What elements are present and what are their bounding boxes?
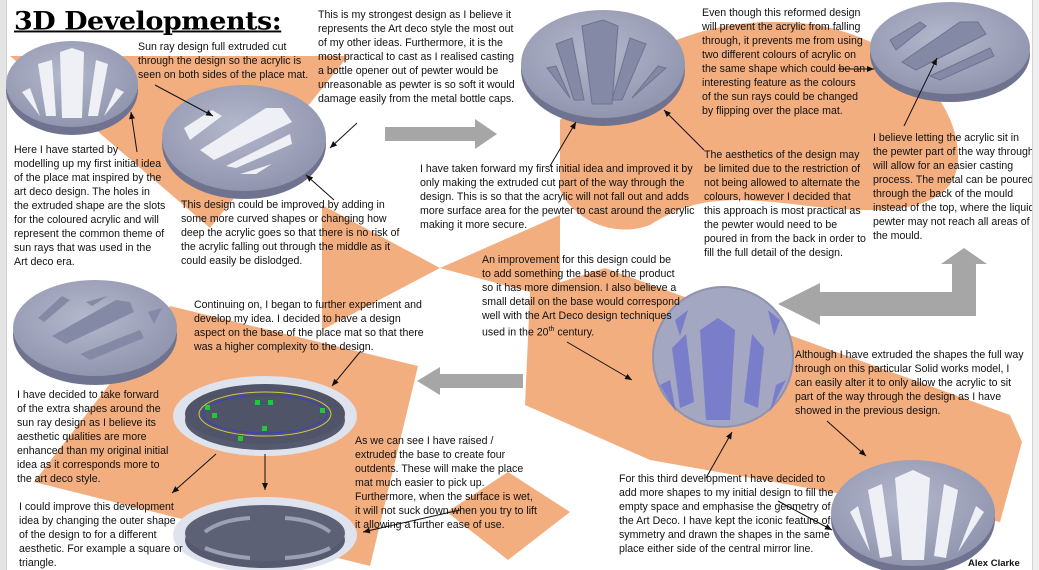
page-title: 3D Developments: <box>14 6 282 37</box>
note-believe-letting: I believe letting the acrylic sit in the… <box>873 132 1035 242</box>
note-aesthetics: The aesthetics of the design may be limi… <box>704 149 866 259</box>
arrow-left-up <box>778 248 987 325</box>
note-could-improve: I could improve this development idea by… <box>19 501 183 569</box>
disc-sun-ray <box>162 85 326 199</box>
disc-initial-idea <box>6 41 138 135</box>
gray-arrows <box>385 119 987 395</box>
pointer-arrows <box>129 57 938 534</box>
disc-third-development-sketch <box>652 286 794 428</box>
orange-bowtie <box>322 205 560 330</box>
disc-third-development <box>831 460 995 570</box>
note-even-though: Even though this reformed design will pr… <box>702 7 866 117</box>
note-raised-base: As we can see I have raised / extruded t… <box>355 435 537 531</box>
orange-diamond-bottom <box>447 472 570 560</box>
note-could-be-improved: This design could be improved by adding … <box>181 199 400 267</box>
arrow-right <box>385 119 497 149</box>
disc-base-sketch <box>173 376 357 456</box>
disc-outdents <box>173 497 357 570</box>
improvement-base-end: century. <box>554 326 595 339</box>
note-third-development: For this third development I have decide… <box>619 473 834 555</box>
note-sun-ray: Sun ray design full extruded cut through… <box>138 41 309 81</box>
note-decided-forward: I have decided to take forward of the ex… <box>17 389 169 485</box>
author-name: Alex Clarke <box>968 558 1020 569</box>
improvement-base-text: An improvement for this design could be … <box>482 254 680 339</box>
page-left-border <box>0 0 7 570</box>
disc-sun-ray-part-way <box>870 2 1030 102</box>
disc-extra-shapes <box>13 280 177 385</box>
note-although: Although I have extruded the shapes the … <box>795 349 1024 417</box>
note-continuing: Continuing on, I began to further experi… <box>194 299 424 353</box>
note-taken-forward: I have taken forward my first initial id… <box>420 163 695 231</box>
arrow-left <box>417 367 523 395</box>
disc-part-way <box>521 10 685 126</box>
note-strongest-design: This is my strongest design as I believe… <box>318 9 515 105</box>
note-improvement-base: An improvement for this design could be … <box>482 253 682 340</box>
superscript-th: th <box>548 326 555 333</box>
scrollbar[interactable] <box>1032 0 1039 570</box>
note-initial-model: Here I have started by modelling up my f… <box>14 144 166 268</box>
